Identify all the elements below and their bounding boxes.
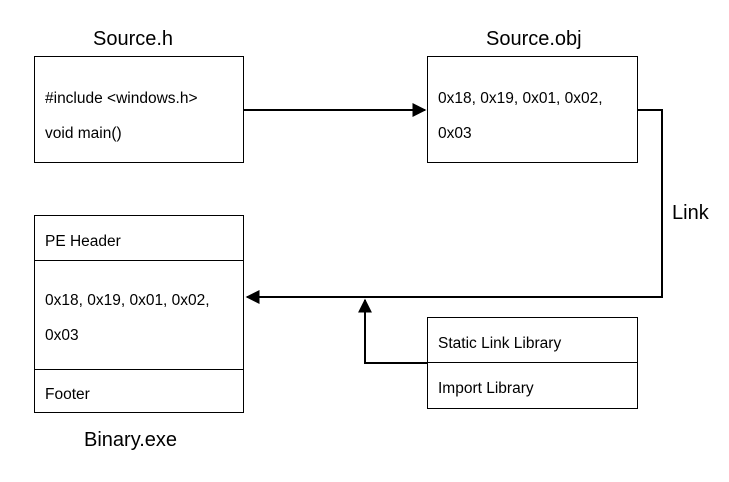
binary-exe-box: PE Header 0x18, 0x19, 0x01, 0x02, 0x03 F… (34, 215, 244, 413)
library-arrow (358, 298, 427, 364)
source-h-line-1: #include <windows.h> (45, 90, 198, 107)
footer-divider (35, 369, 243, 370)
source-obj-title: Source.obj (486, 28, 582, 50)
footer-label: Footer (45, 386, 90, 403)
libraries-divider (428, 362, 637, 363)
source-obj-box: 0x18, 0x19, 0x01, 0x02, 0x03 (427, 56, 638, 163)
libraries-box: Static Link Library Import Library (427, 317, 638, 409)
source-obj-line-2: 0x03 (438, 125, 472, 142)
header-divider (35, 260, 243, 261)
binary-body-line-2: 0x03 (45, 327, 79, 344)
source-obj-line-1: 0x18, 0x19, 0x01, 0x02, (438, 90, 603, 107)
binary-exe-title: Binary.exe (84, 429, 178, 451)
pe-header-label: PE Header (45, 233, 121, 250)
source-h-title: Source.h (93, 28, 174, 50)
link-label: Link (672, 202, 709, 224)
static-link-library-label: Static Link Library (438, 335, 562, 352)
binary-body-line-1: 0x18, 0x19, 0x01, 0x02, (45, 292, 210, 309)
source-h-line-2: void main() (45, 125, 122, 142)
source-h-box: #include <windows.h> void main() (34, 56, 244, 163)
import-library-label: Import Library (438, 380, 534, 397)
